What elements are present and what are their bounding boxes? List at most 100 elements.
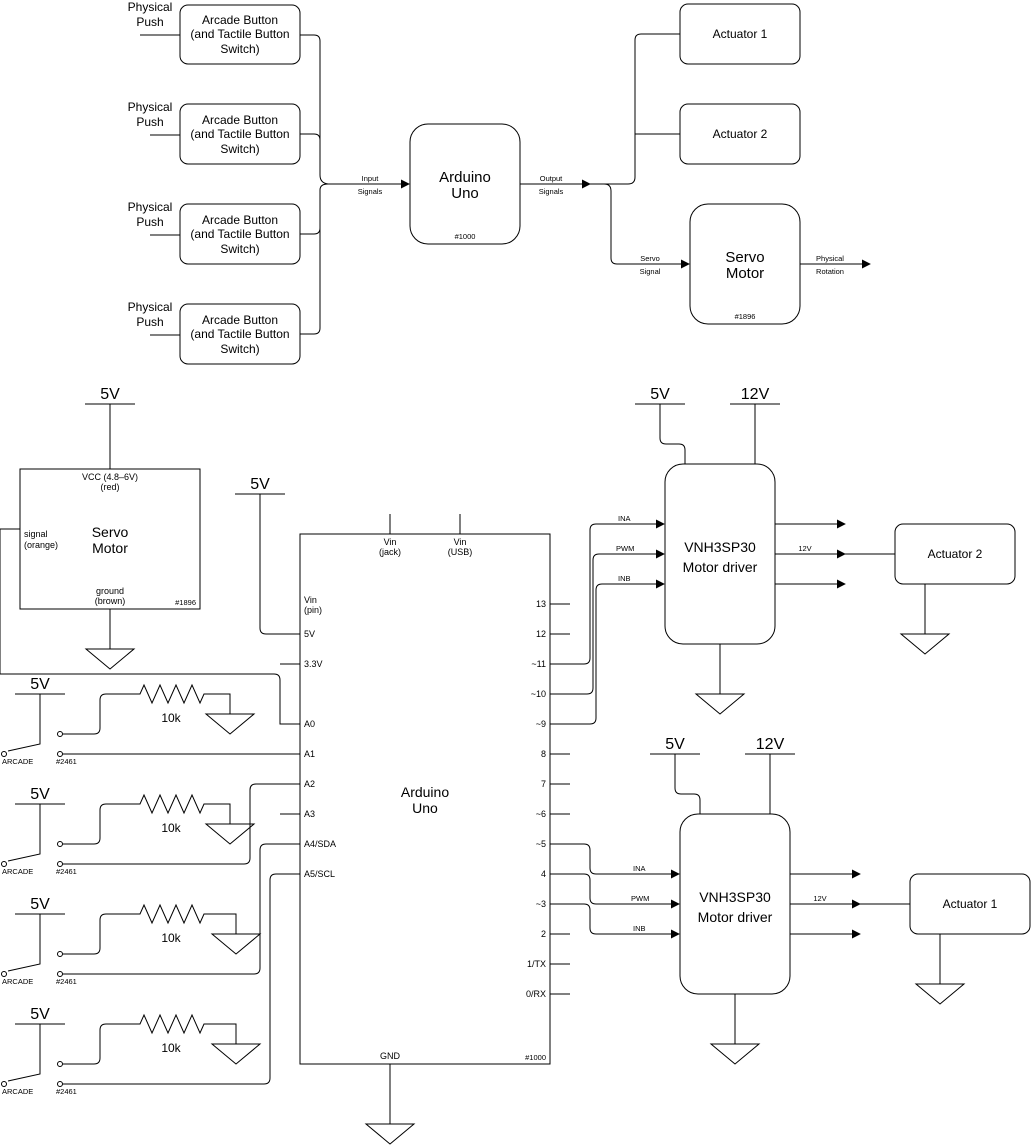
- svg-text:Motor driver: Motor driver: [698, 909, 773, 925]
- input-signals-label: Input: [362, 174, 380, 183]
- svg-text:#1896: #1896: [735, 312, 756, 321]
- push-label: Physical: [128, 300, 173, 314]
- ground-symbol: [364, 1123, 416, 1145]
- svg-text:5V: 5V: [250, 476, 270, 493]
- svg-text:INA: INA: [633, 864, 646, 873]
- svg-text:INB: INB: [633, 924, 646, 933]
- svg-text:Actuator 2: Actuator 2: [713, 127, 768, 141]
- actuator-2-block: Actuator 2: [679, 103, 801, 165]
- svg-text:Arduino: Arduino: [401, 784, 449, 800]
- motor-driver-1: 5V 12V VNH3SP30 Motor driver INA PWM INB…: [550, 386, 895, 725]
- svg-text:5V: 5V: [30, 1006, 50, 1023]
- actuator-1-block: Actuator 1: [679, 3, 801, 65]
- svg-text:3.3V: 3.3V: [304, 659, 323, 669]
- arduino-5v-supply: 5V: [235, 476, 300, 635]
- arduino-schematic: Vin (jack) Vin (USB) Arduino Uno GND #10…: [280, 514, 570, 1145]
- svg-text:(and Tactile Button: (and Tactile Button: [190, 227, 289, 241]
- ground-symbol: [204, 823, 256, 845]
- svg-text:ARCADE: ARCADE: [2, 867, 33, 876]
- svg-text:12V: 12V: [813, 894, 826, 903]
- svg-text:5V: 5V: [30, 786, 50, 803]
- ground-symbol: [84, 648, 136, 670]
- svg-text:GND: GND: [380, 1051, 401, 1061]
- svg-text:PWM: PWM: [616, 544, 634, 553]
- svg-text:Vin: Vin: [454, 537, 467, 547]
- svg-text:Switch): Switch): [220, 342, 259, 356]
- svg-text:~3: ~3: [536, 899, 546, 909]
- arcade-button-3: Arcade Button (and Tactile Button Switch…: [179, 203, 301, 265]
- svg-text:Servo: Servo: [92, 524, 129, 540]
- push-label: Physical: [128, 0, 173, 14]
- actuator-2-schematic: Actuator 2: [894, 523, 1016, 655]
- supply-5v-label: 5V: [100, 386, 120, 403]
- svg-text:(red): (red): [100, 482, 119, 492]
- svg-text:1/TX: 1/TX: [527, 959, 546, 969]
- svg-text:VNH3SP30: VNH3SP30: [699, 889, 771, 905]
- svg-text:Arduino: Arduino: [439, 169, 491, 186]
- output-signals-label: Signals: [539, 187, 564, 196]
- svg-text:Uno: Uno: [451, 185, 479, 202]
- svg-text:Switch): Switch): [220, 142, 259, 156]
- ground-symbol: [210, 1043, 262, 1065]
- svg-text:4: 4: [541, 869, 546, 879]
- servo-schematic: 5V VCC (4.8–6V) (red) signal (orange) Se…: [19, 386, 201, 670]
- svg-text:Switch): Switch): [220, 42, 259, 56]
- rotation-label: Rotation: [816, 267, 844, 276]
- svg-text:#2461: #2461: [56, 867, 77, 876]
- input-signals-label: Signals: [358, 187, 383, 196]
- svg-text:Servo: Servo: [725, 249, 764, 266]
- svg-text:#2461: #2461: [56, 757, 77, 766]
- svg-text:Motor driver: Motor driver: [683, 559, 758, 575]
- switch-circuit-3: 5V 10k ARCADE #2461: [1, 843, 300, 986]
- input-bus: [300, 34, 329, 335]
- svg-text:A4/SDA: A4/SDA: [304, 839, 336, 849]
- svg-text:(orange): (orange): [24, 540, 58, 550]
- ground-symbol: [899, 633, 951, 655]
- svg-text:~9: ~9: [536, 719, 546, 729]
- push-label: Physical: [128, 100, 173, 114]
- switch-circuit-2: 5V 10k ARCADE #2461: [1, 783, 300, 876]
- svg-text:(pin): (pin): [304, 605, 322, 615]
- push-label: Push: [136, 115, 163, 129]
- schematic: 5V VCC (4.8–6V) (red) signal (orange) Se…: [0, 386, 1031, 1145]
- svg-text:10k: 10k: [161, 711, 181, 725]
- svg-text:ARCADE: ARCADE: [2, 757, 33, 766]
- output-signals-label: Output: [540, 174, 563, 183]
- arcade-button-2: Arcade Button (and Tactile Button Switch…: [179, 103, 301, 165]
- svg-text:Arcade Button: Arcade Button: [202, 113, 278, 127]
- svg-text:~5: ~5: [536, 839, 546, 849]
- svg-text:Actuator 1: Actuator 1: [713, 27, 768, 41]
- svg-text:(jack): (jack): [379, 547, 401, 557]
- svg-text:ARCADE: ARCADE: [2, 977, 33, 986]
- svg-text:7: 7: [541, 779, 546, 789]
- servo-signal-label: Signal: [640, 267, 661, 276]
- svg-text:#1000: #1000: [455, 232, 476, 241]
- svg-text:#2461: #2461: [56, 977, 77, 986]
- svg-text:ARCADE: ARCADE: [2, 1087, 33, 1096]
- physical-push-labels: Physical Push Physical Push Physical Pus…: [128, 0, 173, 329]
- svg-text:VCC (4.8–6V): VCC (4.8–6V): [82, 472, 138, 482]
- svg-text:INB: INB: [618, 574, 631, 583]
- push-line: [140, 34, 180, 336]
- svg-text:INA: INA: [618, 514, 631, 523]
- push-label: Push: [136, 315, 163, 329]
- svg-text:#2461: #2461: [56, 1087, 77, 1096]
- svg-text:2: 2: [541, 929, 546, 939]
- svg-text:0/RX: 0/RX: [526, 989, 546, 999]
- svg-text:5V: 5V: [665, 736, 685, 753]
- push-label: Push: [136, 215, 163, 229]
- block-diagram: Physical Push Physical Push Physical Pus…: [128, 0, 871, 365]
- svg-text:5V: 5V: [650, 386, 670, 403]
- svg-text:ground: ground: [96, 586, 124, 596]
- svg-text:A0: A0: [304, 719, 315, 729]
- svg-text:signal: signal: [24, 529, 48, 539]
- svg-text:~6: ~6: [536, 809, 546, 819]
- svg-text:8: 8: [541, 749, 546, 759]
- svg-text:5V: 5V: [30, 676, 50, 693]
- svg-text:Motor: Motor: [726, 265, 764, 282]
- arduino-block: Arduino Uno #1000: [409, 123, 521, 245]
- svg-text:12: 12: [536, 629, 546, 639]
- ground-symbol: [210, 933, 262, 955]
- svg-text:(and Tactile Button: (and Tactile Button: [190, 27, 289, 41]
- svg-text:Switch): Switch): [220, 242, 259, 256]
